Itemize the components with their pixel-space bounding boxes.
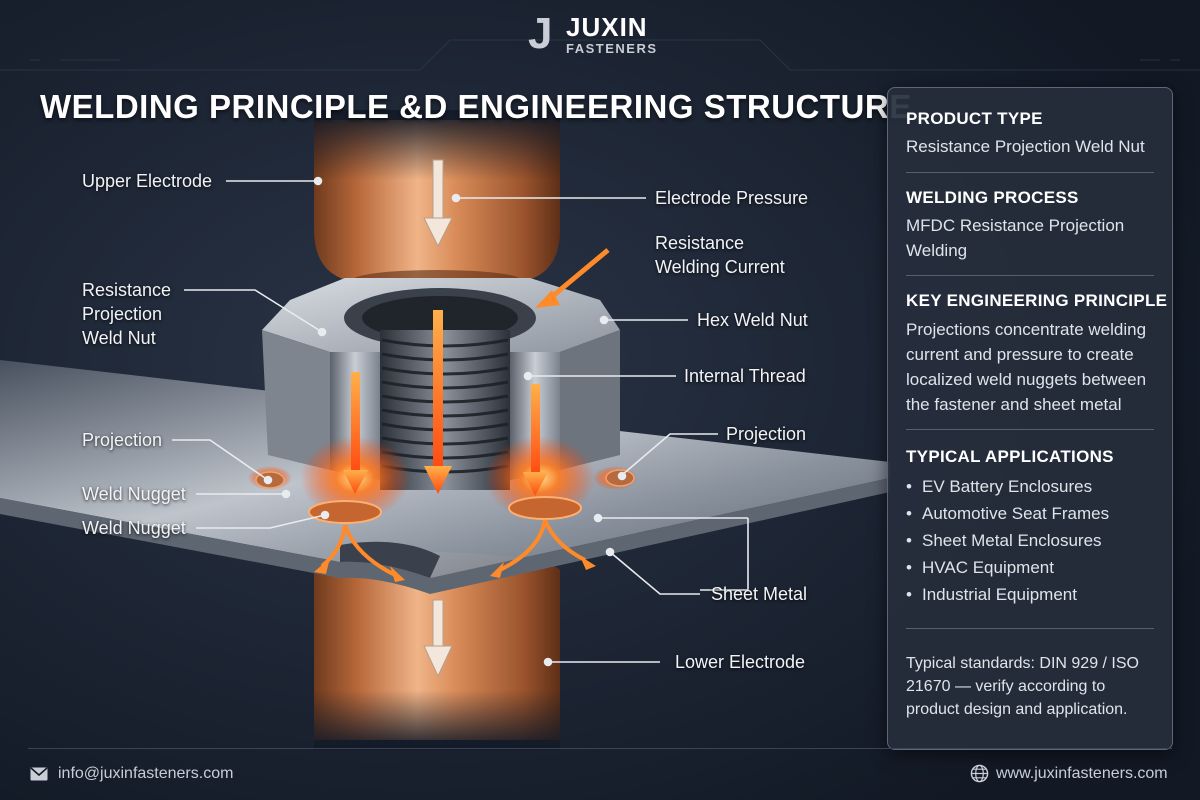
leader-lines bbox=[172, 176, 749, 667]
mail-icon bbox=[30, 767, 48, 781]
label-projection-right: Projection bbox=[726, 424, 807, 444]
bullet-icon: • bbox=[906, 477, 912, 496]
panel-divider bbox=[906, 628, 1154, 629]
label-resistance-projection-weld-nut-3: Weld Nut bbox=[82, 328, 156, 348]
welding-process-text: MFDC Resistance Projection Welding bbox=[906, 216, 1125, 260]
label-upper-electrode: Upper Electrode bbox=[82, 171, 213, 191]
info-panel: PRODUCT TYPE Resistance Projection Weld … bbox=[887, 87, 1173, 750]
logo-mark: J bbox=[528, 9, 553, 58]
label-resistance-welding-current-1: Resistance bbox=[655, 233, 745, 253]
pressure-arrows bbox=[423, 159, 453, 678]
application-item: •Industrial Equipment bbox=[906, 585, 1077, 604]
label-hex-weld-nut: Hex Weld Nut bbox=[697, 310, 808, 330]
key-principle-heading: KEY ENGINEERING PRINCIPLE bbox=[906, 291, 1168, 310]
applications-heading: TYPICAL APPLICATIONS bbox=[906, 447, 1114, 466]
label-sheet-metal: Sheet Metal bbox=[711, 584, 808, 604]
application-item: •Automotive Seat Frames bbox=[906, 504, 1110, 523]
bullet-icon: • bbox=[906, 585, 912, 604]
footer-email-link[interactable]: info@juxinfasteners.com bbox=[58, 765, 234, 782]
current-arrows bbox=[343, 310, 548, 496]
label-projection-left: Projection bbox=[82, 430, 163, 450]
standards-note: Typical standards: DIN 929 / ISO 21670 —… bbox=[906, 655, 1139, 718]
bullet-icon: • bbox=[906, 558, 912, 577]
welding-process-heading: WELDING PROCESS bbox=[906, 188, 1079, 207]
panel-divider bbox=[906, 275, 1154, 276]
bullet-icon: • bbox=[906, 504, 912, 523]
label-resistance-projection-weld-nut-1: Resistance bbox=[82, 280, 172, 300]
brand-name: JUXIN bbox=[566, 12, 648, 42]
application-item: •EV Battery Enclosures bbox=[906, 477, 1093, 496]
brand-subtitle: FASTENERS bbox=[566, 41, 658, 56]
label-resistance-projection-weld-nut-2: Projection bbox=[82, 304, 163, 324]
panel-divider bbox=[906, 429, 1154, 430]
application-item: •HVAC Equipment bbox=[906, 558, 1054, 577]
label-electrode-pressure: Electrode Pressure bbox=[655, 188, 809, 208]
footer-website-link[interactable]: www.juxinfasteners.com bbox=[996, 765, 1168, 782]
spread-arrows bbox=[320, 519, 586, 577]
bullet-icon: • bbox=[906, 531, 912, 550]
footer-divider bbox=[28, 748, 1172, 749]
key-principle-text: Projections concentrate welding current … bbox=[906, 320, 1147, 414]
current-path-arrow bbox=[546, 248, 610, 302]
page-title: WELDING PRINCIPLE &D ENGINEERING STRUCTU… bbox=[40, 88, 912, 125]
label-lower-electrode: Lower Electrode bbox=[675, 652, 806, 672]
label-resistance-welding-current-2: Welding Current bbox=[655, 257, 785, 277]
label-weld-nugget-2: Weld Nugget bbox=[82, 518, 186, 538]
label-weld-nugget-1: Weld Nugget bbox=[82, 484, 186, 504]
label-internal-thread: Internal Thread bbox=[684, 366, 806, 386]
panel-divider bbox=[906, 172, 1154, 173]
globe-icon bbox=[970, 764, 989, 783]
application-item: •Sheet Metal Enclosures bbox=[906, 531, 1102, 550]
product-type-heading: PRODUCT TYPE bbox=[906, 109, 1043, 128]
product-type-text: Resistance Projection Weld Nut bbox=[906, 137, 1145, 156]
